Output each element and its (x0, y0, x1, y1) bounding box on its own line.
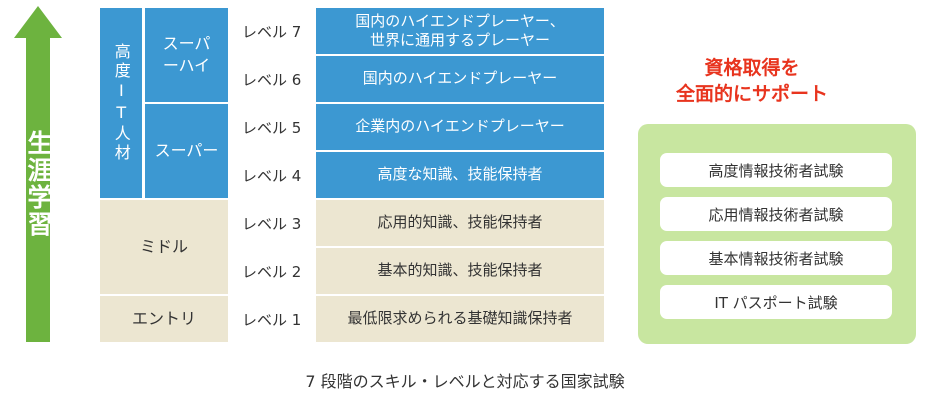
arrow-label: 生涯学習 (24, 130, 53, 238)
level-5-label: レベル 5 (242, 118, 302, 137)
level-7-label: レベル 7 (242, 22, 302, 41)
level-6-desc: 国内のハイエンドプレーヤー (316, 56, 604, 102)
level-3-desc: 応用的知識、技能保持者 (316, 200, 604, 246)
level-1-label: レベル 1 (242, 310, 302, 329)
category-super-high-label: スーパーハイ (162, 34, 211, 75)
category-super-high: スーパーハイ (145, 8, 228, 102)
exam-item-it-passport: IT パスポート試験 (660, 285, 892, 319)
category-super: スーパー (145, 104, 228, 198)
level-2-desc: 基本的知識、技能保持者 (316, 248, 604, 294)
level-4-desc: 高度な知識、技能保持者 (316, 152, 604, 198)
level-7-desc: 国内のハイエンドプレーヤー、 世界に通用するプレーヤー (316, 8, 604, 54)
category-high-it: 高度IT人材 (100, 8, 142, 198)
level-2-label: レベル 2 (242, 262, 302, 281)
level-3-label: レベル 3 (242, 214, 302, 233)
category-entry: エントリ (100, 296, 228, 342)
level-4-label: レベル 4 (242, 166, 302, 185)
figure-caption: 7 段階のスキル・レベルと対応する国家試験 (305, 372, 625, 391)
category-middle: ミドル (100, 200, 228, 294)
level-1-desc: 最低限求められる基礎知識保持者 (316, 296, 604, 342)
level-5-desc: 企業内のハイエンドプレーヤー (316, 104, 604, 150)
exam-support-title: 資格取得を 全面的にサポート (675, 57, 828, 105)
exam-item-advanced: 高度情報技術者試験 (660, 153, 892, 187)
growth-arrow (14, 6, 62, 342)
exam-item-fundamental: 基本情報技術者試験 (660, 241, 892, 275)
level-6-label: レベル 6 (242, 70, 302, 89)
exam-item-applied: 応用情報技術者試験 (660, 197, 892, 231)
